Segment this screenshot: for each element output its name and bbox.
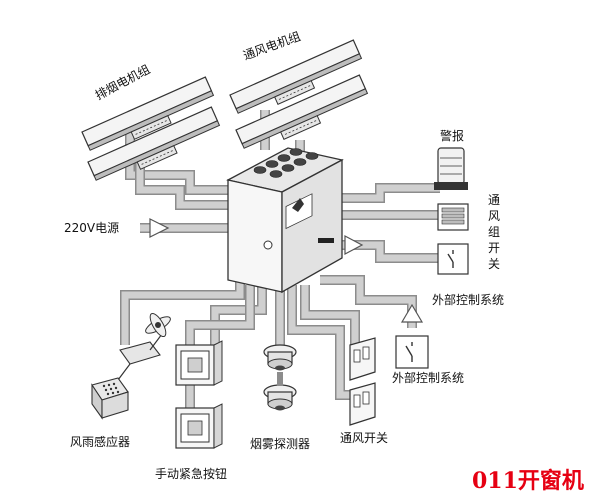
label-vent-group-switch-3: 组 xyxy=(488,225,500,239)
label-smoke-motors: 排烟电机组 xyxy=(93,62,153,103)
label-vent-motors: 通风电机组 xyxy=(241,29,302,63)
cabinet-logo-icon xyxy=(285,193,313,230)
label-vent-group-switch-4: 开 xyxy=(488,241,500,255)
vent-motor-top xyxy=(229,39,363,114)
emergency-button-icon-2 xyxy=(175,403,223,449)
vent-switch-icon-1 xyxy=(349,337,376,381)
label-vent-group-switch-2: 风 xyxy=(488,209,500,223)
smoke-motor-bottom xyxy=(87,106,221,181)
label-vent-group-switch-5: 关 xyxy=(488,257,500,271)
label-wind-rain-sensor: 风雨感应器 xyxy=(70,434,130,449)
cabinet-lock-icon xyxy=(263,240,273,250)
cable-external-control-1 xyxy=(320,275,417,328)
arrow-power-220v xyxy=(149,218,170,238)
arrow-vent-group-out xyxy=(344,235,364,255)
cable-gland-row xyxy=(253,148,319,178)
rain-sensor-box-icon xyxy=(91,377,129,420)
siren-icon xyxy=(434,147,468,190)
vent-motor-bottom xyxy=(235,74,369,149)
vent-group-toggle-icon xyxy=(437,243,469,275)
wind-propeller-icon xyxy=(145,312,171,338)
arrow-external-control-1 xyxy=(400,303,424,323)
control-cabinet-icon xyxy=(226,147,344,294)
vent-switch-icon-2 xyxy=(349,382,376,426)
label-external-control-1: 外部控制系统 xyxy=(432,292,504,307)
smoke-detector-icon-1 xyxy=(263,344,297,371)
label-manual-emergency-button: 手动紧急按钮 xyxy=(155,466,227,481)
cable-group xyxy=(120,110,440,408)
label-vent-group-switch-1: 通 xyxy=(488,193,500,207)
smoke-detector-icon-2 xyxy=(263,384,297,411)
label-power-220v: 220V电源 xyxy=(64,221,119,235)
smoke-motor-top xyxy=(81,76,215,151)
label-smoke-detector: 烟雾探测器 xyxy=(250,437,310,451)
brand-watermark: 011开窗机 xyxy=(472,468,584,494)
wind-rain-sensor-icon xyxy=(91,312,171,420)
external-control-switch-icon xyxy=(395,335,429,369)
cabinet-plate xyxy=(318,238,334,243)
emergency-button-icon-1 xyxy=(175,340,223,386)
label-vent-switch: 通风开关 xyxy=(340,431,388,445)
vent-group-switch-icon xyxy=(437,203,469,231)
label-alarm: 警报 xyxy=(440,128,464,143)
label-external-control-2: 外部控制系统 xyxy=(392,370,464,385)
